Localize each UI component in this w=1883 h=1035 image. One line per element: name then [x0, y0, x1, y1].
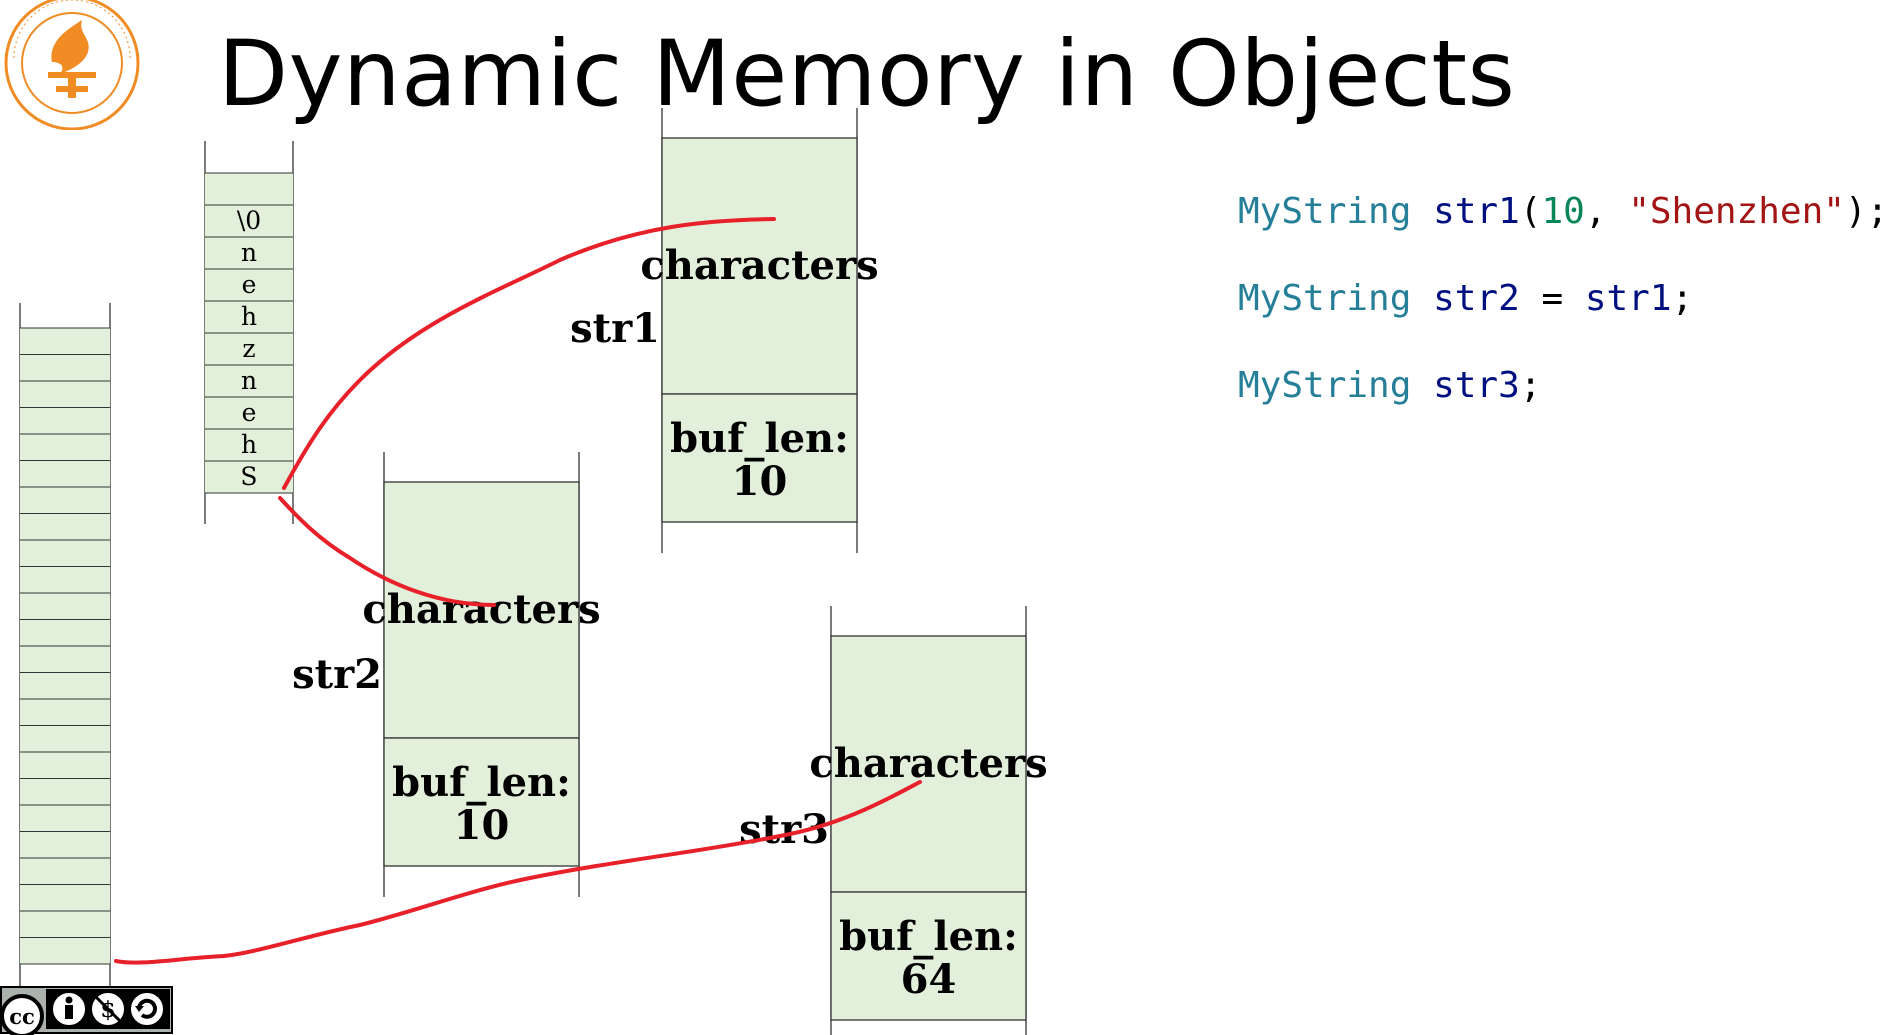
- code-line: MyString str3;: [1238, 364, 1541, 408]
- annotation-pointer-stroke: [282, 217, 776, 490]
- code-token: str1: [1584, 278, 1672, 319]
- objects-layer: charactersbuf_len:10str1charactersbuf_le…: [292, 108, 1048, 1035]
- heap-cell-char: z: [242, 334, 255, 363]
- annotation-layer: [114, 217, 922, 965]
- object-str1: characters buf_len:10 str1: [570, 108, 879, 553]
- heap-cell-char: n: [241, 238, 257, 267]
- university-logo-icon: [4, 0, 140, 130]
- code-token: ;: [1519, 365, 1542, 406]
- cc-license-badge-icon: cc $: [0, 986, 173, 1035]
- characters-label: characters: [809, 740, 1047, 787]
- characters-label: characters: [362, 586, 600, 633]
- characters-label: characters: [640, 242, 878, 289]
- code-token: 10: [1541, 191, 1585, 232]
- svg-text:cc: cc: [9, 1004, 35, 1029]
- code-token: MyString: [1238, 365, 1412, 406]
- code-token: );: [1844, 191, 1883, 232]
- object-str2: characters buf_len:10 str2: [292, 452, 601, 897]
- buf-len-value: 10: [454, 802, 510, 849]
- heap-cell-char: \0: [237, 206, 261, 235]
- code-token: ,: [1584, 191, 1629, 232]
- code-line: MyString str2 = str1;: [1238, 277, 1693, 321]
- code-token: MyString: [1238, 191, 1412, 232]
- heap-cell-char: n: [241, 366, 257, 395]
- buf-len-value: 64: [901, 956, 957, 1003]
- buf-len-label: buf_len:: [670, 415, 849, 462]
- code-token: [1411, 191, 1433, 232]
- heap-cell-char: e: [242, 398, 257, 427]
- code-token: "Shenzhen": [1628, 191, 1845, 232]
- buf-len-label: buf_len:: [839, 913, 1018, 960]
- heap-cell-char: h: [241, 302, 257, 331]
- code-token: MyString: [1238, 278, 1412, 319]
- code-token: str3: [1433, 365, 1520, 406]
- code-token: [1411, 278, 1433, 319]
- heap-cell-char: e: [242, 270, 257, 299]
- buf-len-field: [830, 891, 1027, 1021]
- annotation-pointer-stroke: [114, 780, 922, 965]
- code-token: (: [1519, 191, 1542, 232]
- stack-memory-column: [19, 303, 111, 992]
- heap-cell-char: S: [240, 462, 257, 491]
- code-token: =: [1519, 278, 1585, 319]
- object-name-label: str2: [292, 651, 382, 698]
- buf-len-field: [661, 393, 858, 523]
- code-token: str1: [1433, 191, 1520, 232]
- annotation-pointer-stroke: [278, 496, 496, 607]
- slide-title: Dynamic Memory in Objects: [218, 22, 1516, 127]
- characters-field: [383, 481, 580, 739]
- code-token: ;: [1671, 278, 1694, 319]
- code-token: [1411, 365, 1433, 406]
- buf-len-value: 10: [732, 458, 788, 505]
- code-token: str2: [1433, 278, 1520, 319]
- buf-len-label: buf_len:: [392, 759, 571, 806]
- object-name-label: str1: [570, 305, 660, 352]
- code-line: MyString str1(10, "Shenzhen");: [1238, 190, 1883, 234]
- buf-len-field: [383, 737, 580, 867]
- characters-field: [830, 635, 1027, 893]
- heap-cell-char: h: [241, 430, 257, 459]
- characters-field: [661, 137, 858, 395]
